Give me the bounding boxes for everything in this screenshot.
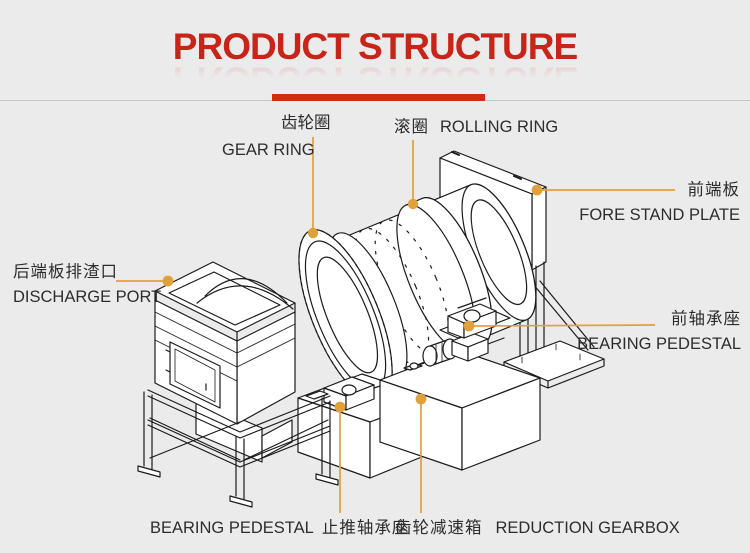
plinth-and-drive-drawing (297, 332, 541, 479)
label-front-bearing-pedestal-zh: 前轴承座 (671, 310, 741, 328)
label-reduction-gearbox: 齿轮减速箱 REDUCTION GEARBOX (395, 519, 680, 538)
label-thrust-bearing-pedestal: BEARING PEDESTAL 止推轴承座 (150, 519, 409, 538)
hopper-access-door-drawing (165, 341, 221, 409)
label-gear-ring-en: GEAR RING (222, 141, 315, 159)
front-bearing-pedestal-drawing (439, 297, 511, 339)
label-rolling-ring-zh: 滚圈 (394, 118, 429, 136)
leader-dot (334, 401, 346, 413)
leader-reduction-gearbox (415, 393, 427, 513)
leader-front-bearing-pedestal (463, 320, 656, 332)
leader-fore-stand-plate (531, 184, 675, 196)
leader-dot (162, 275, 174, 287)
hopper-stand-drawing (137, 389, 339, 508)
leader-thrust-bearing-pedestal (334, 401, 346, 513)
label-discharge-port-en: DISCHARGE PORT (13, 287, 162, 306)
label-thrust-bearing-pedestal-en: BEARING PEDESTAL (150, 519, 314, 537)
label-discharge-port: 后端板排渣口 DISCHARGE PORT (13, 263, 161, 307)
page-title: PRODUCT STRUCTURE (172, 26, 578, 67)
label-discharge-port-zh: 后端板排渣口 (13, 263, 118, 281)
leader-dot (307, 227, 319, 239)
leader-dot (463, 320, 475, 332)
label-fore-stand-plate-en: FORE STAND PLATE (579, 205, 740, 224)
label-front-bearing-pedestal-en: BEARING PEDESTAL (577, 334, 741, 353)
leader-rolling-ring (407, 140, 419, 210)
label-fore-stand-plate-zh: 前端板 (687, 181, 740, 199)
label-rolling-ring-en: ROLLING RING (440, 118, 559, 136)
label-rolling-ring: 滚圈 ROLLING RING (394, 118, 558, 137)
page-header: PRODUCT STRUCTURE PRODUCT STRUCTURE (0, 26, 750, 101)
leader-discharge-port (116, 275, 174, 287)
discharge-hopper-drawing (137, 261, 339, 508)
gear-ring-drawing (298, 229, 393, 403)
label-thrust-bearing-pedestal-zh: 止推轴承座 (321, 519, 410, 537)
leader-gear-ring (307, 137, 319, 239)
label-fore-stand-plate: 前端板 FORE STAND PLATE (579, 181, 740, 225)
accent-bar (272, 94, 485, 101)
label-gear-ring-zh: 齿轮圈 (281, 114, 331, 132)
leader-dot (415, 393, 427, 405)
page-title-reflection: PRODUCT STRUCTURE (172, 59, 578, 101)
label-front-bearing-pedestal: 前轴承座 BEARING PEDESTAL (577, 310, 741, 354)
leader-dot (407, 198, 419, 210)
label-reduction-gearbox-zh: 齿轮减速箱 (395, 519, 483, 537)
leader-dot (531, 184, 543, 196)
label-reduction-gearbox-en: REDUCTION GEARBOX (495, 519, 680, 537)
